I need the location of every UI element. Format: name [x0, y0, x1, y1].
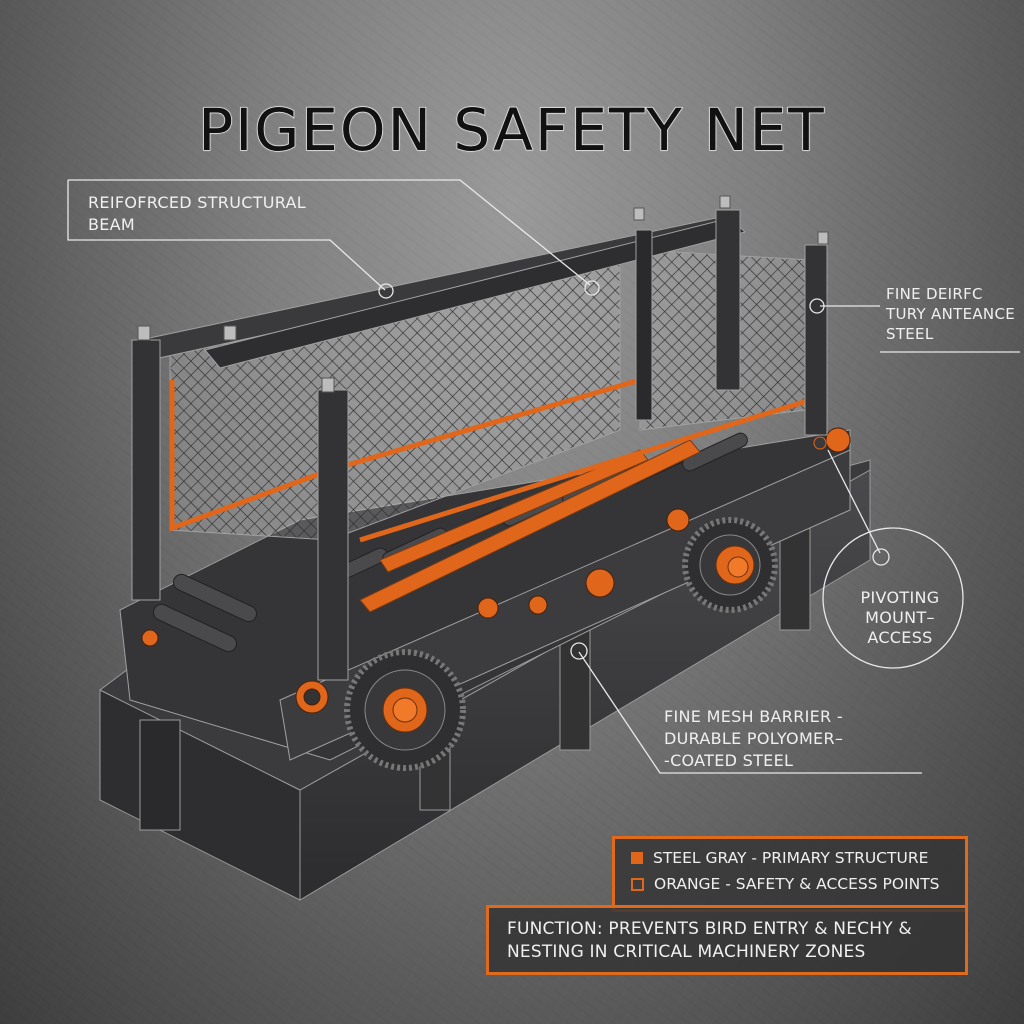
function-line: NESTING IN CRITICAL MACHINERY ZONES [507, 942, 866, 962]
callout-text: ACCESS [867, 628, 933, 647]
hollow-square-icon [631, 877, 644, 891]
legend-item-orange: ORANGE - SAFETY & ACCESS POINTS [631, 875, 940, 893]
function-box: FUNCTION: PREVENTS BIRD ENTRY & NECHY & … [486, 905, 968, 975]
function-line: FUNCTION: PREVENTS BIRD ENTRY & NECHY & [507, 919, 912, 939]
page-title: PIGEON SAFETY NET [198, 95, 826, 165]
callout-lines [67, 179, 1020, 774]
callout-pivoting-mount: PIVOTING MOUNT– ACCESS [830, 588, 970, 648]
legend-item-steel: STEEL GRAY - PRIMARY STRUCTURE [631, 849, 928, 867]
color-legend: STEEL GRAY - PRIMARY STRUCTURE ORANGE - … [612, 836, 968, 912]
callout-text: STEEL [886, 325, 934, 343]
callout-reinforced-beam: REIFOFRCED STRUCTURAL BEAM [88, 192, 306, 236]
callout-text: PIVOTING [860, 588, 940, 607]
legend-label: STEEL GRAY - PRIMARY STRUCTURE [653, 849, 929, 867]
access-points [141, 427, 851, 714]
callout-fine-mesh-barrier: FINE MESH BARRIER - DURABLE POLYOMER– -C… [664, 706, 843, 772]
filled-square-icon [631, 852, 643, 864]
gear-right [682, 517, 778, 613]
callout-text: -COATED STEEL [664, 751, 794, 770]
function-description: FUNCTION: PREVENTS BIRD ENTRY & NECHY & … [507, 918, 912, 964]
callout-text: BEAM [88, 215, 136, 234]
net-frame [131, 195, 829, 681]
callout-text: FINE MESH BARRIER - [664, 707, 843, 726]
callout-text: MOUNT– [865, 608, 935, 627]
callout-text: DURABLE POLYOMER– [664, 729, 844, 748]
legend-label: ORANGE - SAFETY & ACCESS POINTS [654, 875, 940, 893]
gear-left [344, 649, 466, 771]
callout-text: TURY ANTEANCE [886, 305, 1015, 323]
callout-fine-steel: FINE DEIRFC TURY ANTEANCE STEEL [886, 284, 1015, 344]
callout-text: REIFOFRCED STRUCTURAL [88, 193, 306, 212]
callout-text: FINE DEIRFC [886, 285, 983, 303]
